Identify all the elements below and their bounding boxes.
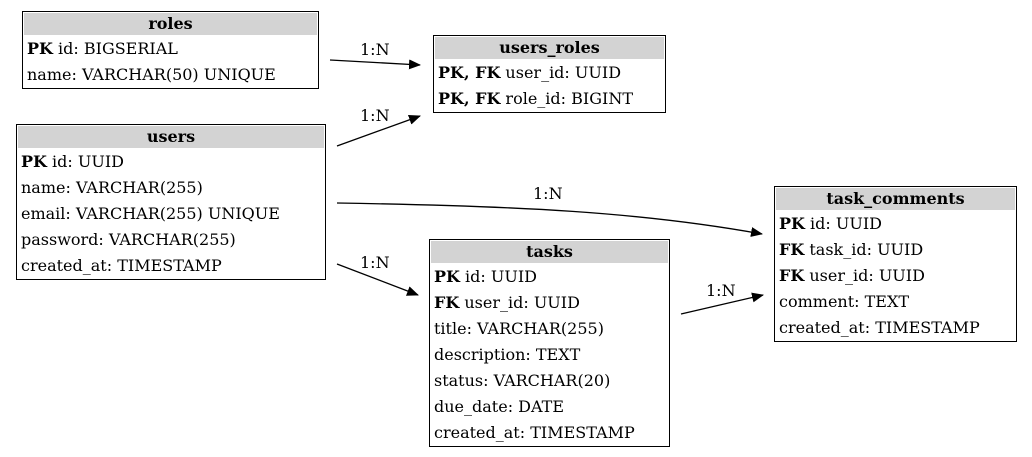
column-def: user_id: UUID: [804, 266, 925, 285]
column-def: description: TEXT: [434, 345, 581, 364]
table-column: title: VARCHAR(255): [430, 316, 669, 342]
table-column: PK, FK user_id: UUID: [434, 60, 665, 86]
edge-roles-users-roles: [329, 59, 421, 70]
table-column: PK, FK role_id: BIGINT: [434, 86, 665, 112]
column-def: created_at: TIMESTAMP: [21, 256, 222, 275]
table-title: tasks: [430, 240, 669, 264]
table-column: PK id: UUID: [430, 264, 669, 290]
table-column: created_at: TIMESTAMP: [430, 420, 669, 446]
table-column: email: VARCHAR(255) UNIQUE: [17, 201, 325, 227]
table-column: due_date: DATE: [430, 394, 669, 420]
column-def: title: VARCHAR(255): [434, 319, 604, 338]
table-column: PK id: UUID: [775, 211, 1016, 237]
edge-users-task-comments: [336, 202, 763, 237]
column-def: name: VARCHAR(50) UNIQUE: [27, 65, 276, 84]
column-def: status: VARCHAR(20): [434, 371, 611, 390]
table-column: created_at: TIMESTAMP: [17, 253, 325, 279]
table-column: name: VARCHAR(255): [17, 175, 325, 201]
table-column: FK user_id: UUID: [775, 263, 1016, 289]
column-def: id: UUID: [459, 267, 537, 286]
table-users: users PK id: UUID name: VARCHAR(255) ema…: [16, 124, 326, 280]
column-def: id: BIGSERIAL: [52, 39, 178, 58]
column-def: user_id: UUID: [459, 293, 580, 312]
key-badge: FK: [779, 266, 805, 285]
table-column: password: VARCHAR(255): [17, 227, 325, 253]
table-users-roles: users_roles PK, FK user_id: UUID PK, FK …: [433, 35, 666, 113]
table-column: created_at: TIMESTAMP: [775, 315, 1016, 341]
key-badge: PK, FK: [438, 89, 501, 108]
label-users-task-comments: 1:N: [533, 184, 563, 203]
column-def: role_id: BIGINT: [500, 89, 633, 108]
label-users-users-roles: 1:N: [360, 106, 390, 125]
column-def: task_id: UUID: [804, 240, 924, 259]
column-def: comment: TEXT: [779, 292, 910, 311]
table-title: roles: [23, 12, 318, 36]
label-roles-users-roles: 1:N: [360, 40, 390, 59]
table-column: PK id: UUID: [17, 149, 325, 175]
table-column: description: TEXT: [430, 342, 669, 368]
key-badge: FK: [434, 293, 460, 312]
table-task-comments: task_comments PK id: UUID FK task_id: UU…: [774, 186, 1017, 342]
label-users-tasks: 1:N: [360, 253, 390, 272]
column-def: id: UUID: [46, 152, 124, 171]
table-title: users_roles: [434, 36, 665, 60]
column-def: email: VARCHAR(255) UNIQUE: [21, 204, 280, 223]
table-title: task_comments: [775, 187, 1016, 211]
column-def: due_date: DATE: [434, 397, 565, 416]
column-def: id: UUID: [804, 214, 882, 233]
table-tasks: tasks PK id: UUID FK user_id: UUID title…: [429, 239, 670, 447]
table-title: users: [17, 125, 325, 149]
label-tasks-task-comments: 1:N: [706, 281, 736, 300]
table-column: FK user_id: UUID: [430, 290, 669, 316]
table-column: FK task_id: UUID: [775, 237, 1016, 263]
column-def: name: VARCHAR(255): [21, 178, 203, 197]
column-def: user_id: UUID: [500, 63, 622, 82]
table-column: status: VARCHAR(20): [430, 368, 669, 394]
key-badge: FK: [779, 240, 805, 259]
key-badge: PK: [434, 267, 460, 286]
table-column: comment: TEXT: [775, 289, 1016, 315]
table-column: PK id: BIGSERIAL: [23, 36, 318, 62]
column-def: password: VARCHAR(255): [21, 230, 236, 249]
key-badge: PK: [779, 214, 805, 233]
edge-tasks-task-comments: [680, 292, 764, 315]
key-badge: PK: [21, 152, 47, 171]
table-roles: roles PK id: BIGSERIAL name: VARCHAR(50)…: [22, 11, 319, 89]
key-badge: PK, FK: [438, 63, 501, 82]
table-column: name: VARCHAR(50) UNIQUE: [23, 62, 318, 88]
column-def: created_at: TIMESTAMP: [434, 423, 635, 442]
edge-users-users-roles: [336, 115, 421, 147]
edge-users-tasks: [336, 263, 419, 296]
column-def: created_at: TIMESTAMP: [779, 318, 980, 337]
key-badge: PK: [27, 39, 53, 58]
